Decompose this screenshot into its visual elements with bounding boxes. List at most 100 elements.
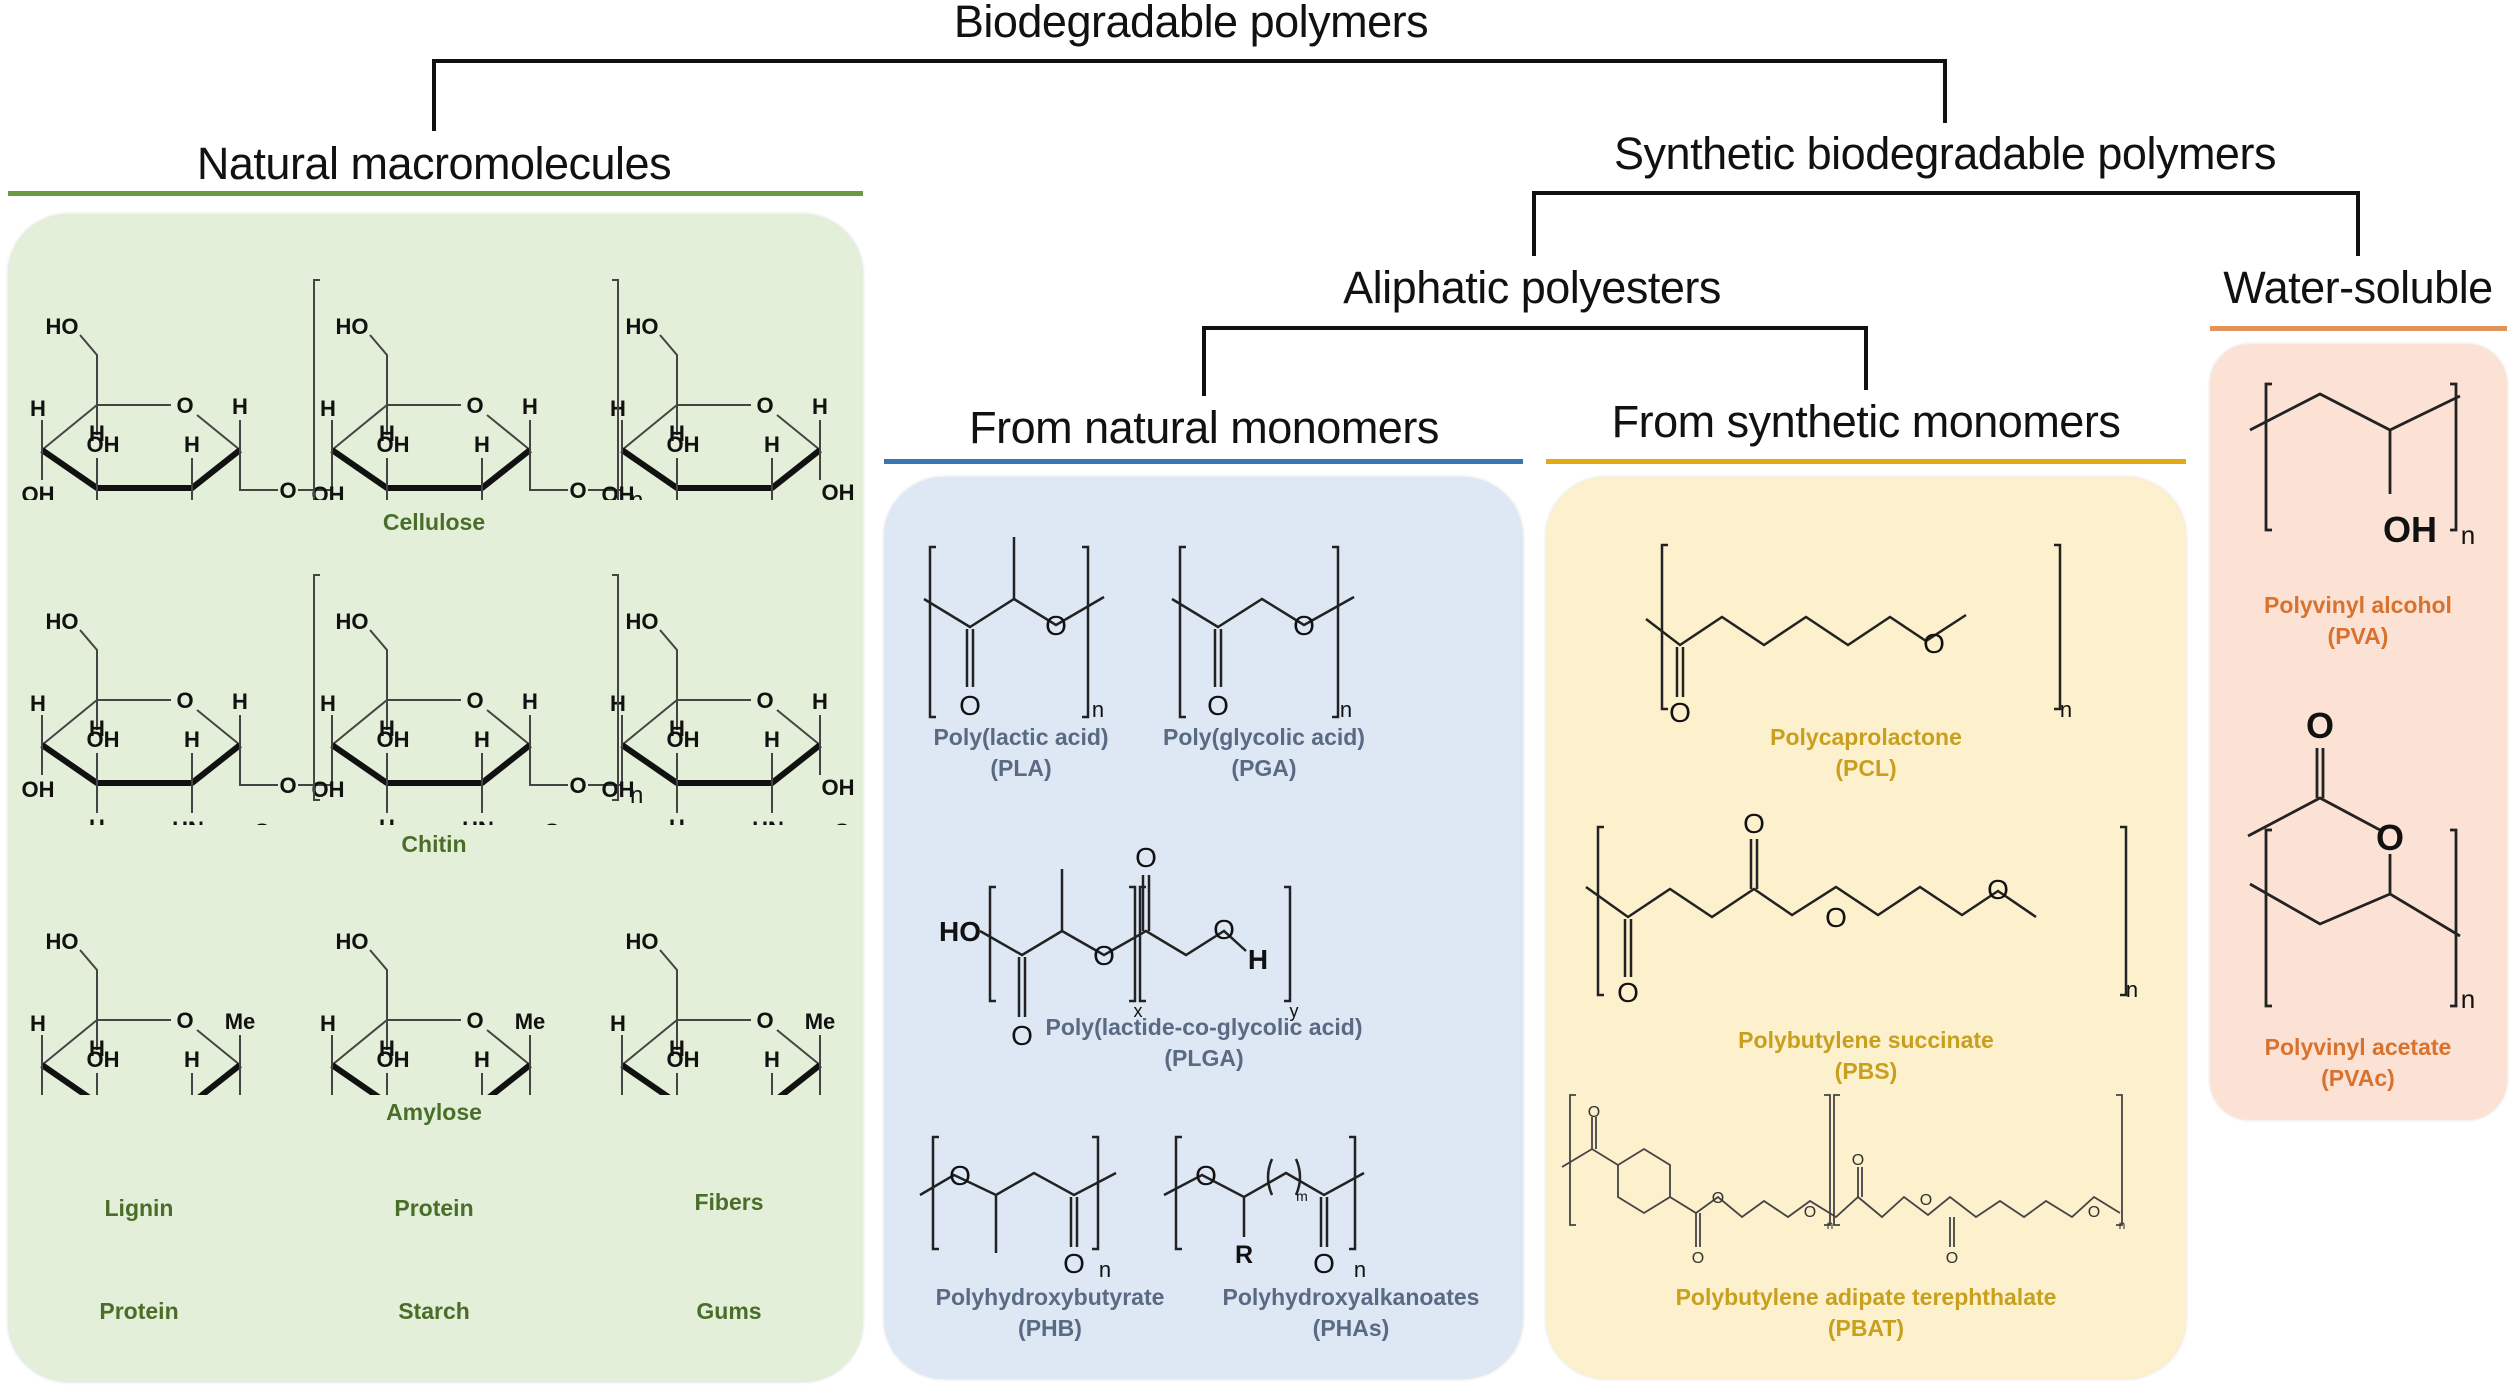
h-label: H	[184, 1047, 200, 1072]
h-label: H	[320, 396, 336, 421]
connector-aliphatic-right	[1864, 326, 1868, 390]
pla-structure	[923, 537, 1105, 719]
h-label: H	[89, 815, 105, 825]
pbat-abbr: (PBAT)	[1827, 1315, 1905, 1341]
lignin-label: Lignin	[104, 1195, 174, 1221]
ring-oxygen: O	[176, 1008, 193, 1033]
cellulose-label: Cellulose	[382, 509, 486, 535]
pga-abbr: (PGA)	[1231, 755, 1297, 781]
h-label: H	[474, 727, 490, 752]
pbs-structure	[1585, 825, 2128, 997]
oh-label: OH	[312, 482, 345, 500]
amylose-structure: HOOHOHHOHHHOHMeOHOOHOHHOHHHOHMeOHOOHOHHO…	[30, 929, 836, 1095]
h-label: H	[379, 815, 395, 825]
h-label: H	[669, 421, 685, 446]
oh-label: OH	[377, 432, 410, 457]
h-label: H	[30, 1011, 46, 1036]
sugar-ring	[330, 949, 532, 1095]
sugar-ring	[620, 949, 822, 1095]
anomeric-label: H	[232, 394, 248, 419]
h-label: H	[764, 727, 780, 752]
pvac-structure	[2247, 748, 2461, 1008]
h-label: H	[474, 432, 490, 457]
anomeric-label: H	[522, 689, 538, 714]
oh-label: OH	[667, 1047, 700, 1072]
svg-text:O: O	[1920, 1192, 1932, 1209]
glycosidic-oxygen: O	[569, 478, 586, 500]
pvac-label: Polyvinyl acetate(PVAc)	[2265, 1032, 2452, 1094]
connector-root-h	[432, 59, 1947, 63]
h-label: H	[89, 1036, 105, 1061]
svg-text:O: O	[1825, 902, 1847, 933]
phb-structure	[919, 1135, 1117, 1253]
connector-aliphatic-left	[1202, 326, 1206, 396]
h-label: H	[764, 432, 780, 457]
anomeric-label: H	[522, 394, 538, 419]
h-label: H	[379, 716, 395, 741]
ho-label: HO	[46, 609, 79, 634]
plga-structure	[979, 869, 1292, 1017]
amylose-label: Amylose	[386, 1099, 482, 1125]
branch-synthetic-biodegradable: Synthetic biodegradable polymers	[1614, 128, 2276, 179]
sugar-ring	[620, 629, 822, 813]
glycosidic-oxygen: O	[569, 1093, 586, 1095]
anomeric-label: H	[812, 689, 828, 714]
hn-label: HN	[462, 817, 494, 825]
oh-label: OH	[822, 480, 855, 500]
pga-label: Poly(glycolic acid) (PGA)	[1163, 722, 1365, 784]
glycosidic-oxygen: O	[569, 773, 586, 798]
carbonyl-oxygen: O	[253, 819, 270, 825]
pcl-name: Polycaprolactone	[1770, 724, 1962, 750]
h-label: H	[764, 1047, 780, 1072]
svg-text:n: n	[1092, 697, 1104, 722]
connector-root-left	[432, 59, 436, 131]
natural-underline	[8, 191, 863, 196]
svg-text:OH: OH	[2383, 509, 2437, 550]
branch-natural-macromolecules: Natural macromolecules	[196, 138, 672, 189]
svg-text:O: O	[1804, 1204, 1816, 1221]
carbonyl-oxygen: O	[833, 819, 850, 825]
svg-text:n: n	[1340, 697, 1352, 722]
anomeric-label: H	[812, 394, 828, 419]
oh-label: OH	[87, 1047, 120, 1072]
oh-label: OH	[22, 482, 55, 500]
pbat-structure	[1561, 1094, 2123, 1247]
from-synthetic-underline	[1546, 459, 2186, 464]
pla-name: Poly(lactic acid)	[933, 724, 1109, 750]
hn-label: HN	[752, 817, 784, 825]
from-natural-structures: O O n O O n HO O O O O H x y O O n O R O…	[919, 537, 1366, 1282]
protein-label-2: Protein	[99, 1298, 179, 1324]
carbonyl-oxygen: O	[543, 819, 560, 825]
svg-text:O: O	[1011, 1020, 1033, 1051]
connector-root-right	[1943, 59, 1947, 123]
pbat-label: Polybutylene adipate terephthalate(PBAT)	[1676, 1282, 2057, 1344]
anomeric-label: Me	[515, 1009, 546, 1034]
svg-text:O: O	[2088, 1204, 2100, 1221]
oh-label: OH	[667, 727, 700, 752]
h-label: H	[669, 815, 685, 825]
ring-oxygen: O	[176, 688, 193, 713]
branch-aliphatic-polyesters: Aliphatic polyesters	[1343, 262, 1721, 313]
ring-oxygen: O	[756, 1008, 773, 1033]
pcl-label: Polycaprolactone(PCL)	[1770, 722, 1962, 784]
oh-label: OH	[667, 432, 700, 457]
ho-label: HO	[336, 609, 369, 634]
pha-abbr: (PHAs)	[1312, 1315, 1390, 1341]
branch-from-natural-monomers: From natural monomers	[969, 402, 1439, 453]
pga-name: Poly(glycolic acid)	[1163, 724, 1365, 750]
chitin-label: Chitin	[401, 831, 467, 857]
pva-label: Polyvinyl alcohol(PVA)	[2264, 590, 2452, 652]
ring-oxygen: O	[756, 393, 773, 418]
anomeric-label: H	[232, 689, 248, 714]
anomeric-label: Me	[805, 1009, 836, 1034]
chitin-structure: HOOHOHHOHHHHNOHOHOOHOHHOHHHHNOHOHOOHOHHO…	[22, 574, 855, 825]
svg-text:O: O	[1712, 1190, 1724, 1207]
pbs-name: Polybutylene succinate	[1738, 1027, 1994, 1053]
h-label: H	[669, 716, 685, 741]
svg-text:O: O	[1063, 1248, 1085, 1279]
h-label: H	[184, 432, 200, 457]
svg-text:O: O	[2376, 817, 2404, 858]
phb-label: Polyhydroxybutyrate(PHB)	[936, 1282, 1165, 1344]
pga-structure	[1171, 545, 1355, 719]
plga-label: Poly(lactide-co-glycolic acid)(PLGA)	[1046, 1012, 1363, 1074]
